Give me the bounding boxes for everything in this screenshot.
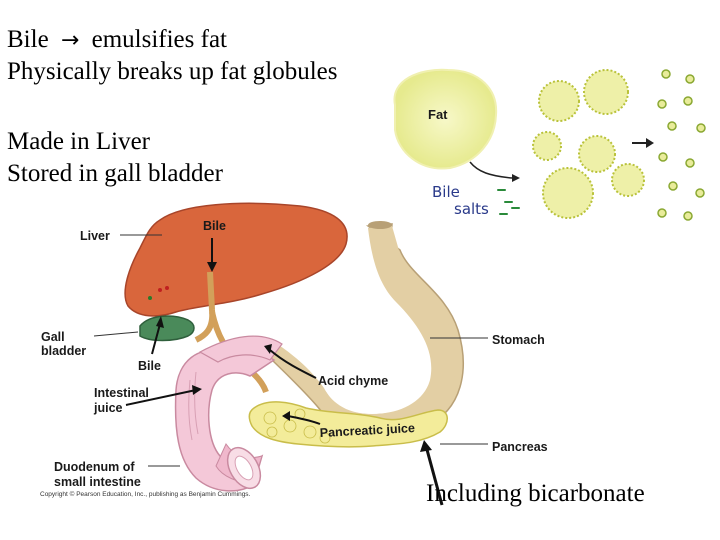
bile-salt-molecules [497, 189, 520, 215]
label-acid-chyme: Acid chyme [318, 374, 388, 388]
label-juice: juice [93, 401, 123, 415]
label-bladder: bladder [41, 344, 86, 358]
fat-droplets [532, 69, 645, 219]
gall-bladder-organ [139, 315, 195, 342]
intestine-lumen [234, 455, 254, 481]
label-intestinal: Intestinal [94, 386, 149, 400]
note-bile-word: Bile [7, 26, 49, 53]
arrow-right-icon: → [60, 28, 80, 53]
arrowhead-icon [156, 262, 432, 452]
label-small-intestine: small intestine [54, 475, 141, 489]
label-duodenum: Duodenum of [54, 460, 135, 474]
label-gall: Gall [41, 330, 65, 344]
note-made-in-liver: Made in Liver [7, 128, 151, 155]
bile-salts-bile: Bile [432, 183, 460, 201]
label-liver: Liver [80, 229, 110, 243]
label-bile-top: Bile [203, 219, 226, 233]
note-emulsifies: emulsifies fat [91, 26, 227, 53]
copyright-notice: Copyright © Pearson Education, Inc., pub… [40, 490, 251, 498]
liver-dots [148, 286, 169, 300]
pancreas-organ [248, 401, 448, 448]
label-stomach: Stomach [492, 333, 545, 347]
label-leader-lines [93, 234, 488, 467]
note-including-bicarbonate: Including bicarbonate [426, 480, 645, 507]
bile-salts-arrow [469, 161, 513, 179]
label-pancreas: Pancreas [492, 440, 548, 454]
stomach-body [272, 226, 456, 429]
bile-salts-salts: salts [454, 200, 489, 218]
fat-globule [393, 68, 498, 170]
label-pancreatic-juice: Pancreatic juice [319, 421, 415, 440]
pancreas-lobules [263, 408, 331, 444]
esophagus-top [368, 221, 392, 229]
fat-label: Fat [428, 107, 448, 122]
emulsified-droplets [657, 69, 706, 221]
pointer-arrows [125, 238, 444, 506]
note-physically: Physically breaks up fat globules [7, 58, 338, 85]
note-stored: Stored in gall bladder [7, 160, 223, 187]
intestinal-folds [188, 371, 199, 441]
note-bile-line: Bile → emulsifies fat [7, 26, 227, 55]
liver-organ [124, 202, 348, 317]
bile-duct [194, 271, 216, 343]
duodenum-upper [198, 335, 283, 363]
arrowhead-icon [646, 138, 654, 148]
label-bile-bottom: Bile [138, 359, 161, 373]
arrowhead-icon [512, 174, 520, 182]
